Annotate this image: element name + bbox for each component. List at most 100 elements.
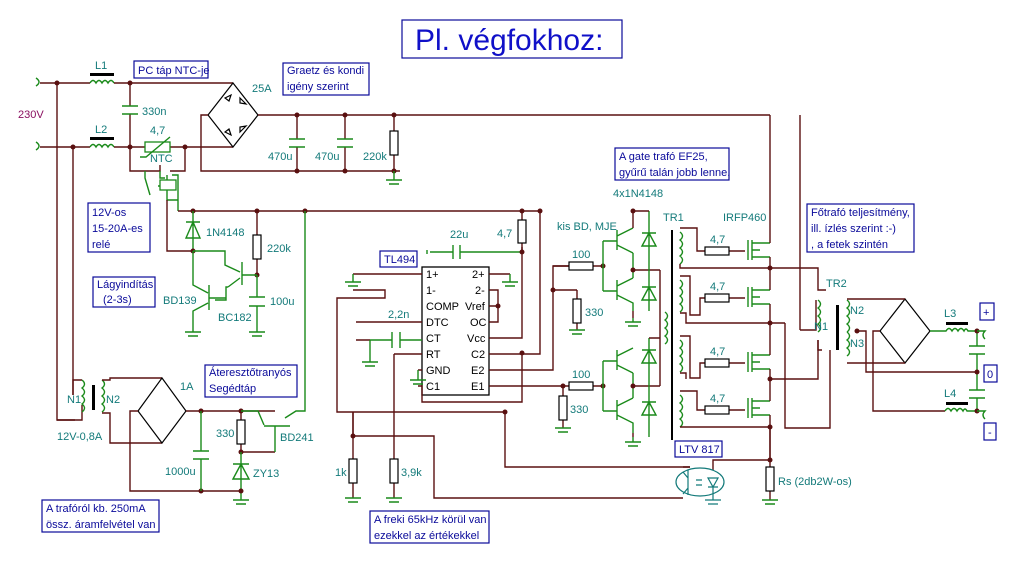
wire — [569, 329, 585, 335]
wire — [747, 352, 770, 372]
label: L1 — [95, 60, 107, 72]
wire — [770, 267, 831, 429]
wire — [678, 394, 684, 428]
label: 470u — [315, 151, 339, 163]
junction-dot — [767, 265, 773, 271]
label: 4,7 — [710, 234, 725, 246]
wire — [193, 411, 209, 491]
label: OC — [470, 317, 487, 329]
label: L2 — [95, 124, 107, 136]
driver-transistors-lower — [602, 347, 634, 433]
zener-zy13: ZY13 — [231, 452, 279, 505]
wire — [633, 210, 660, 339]
gate-drive-1: 4,7 — [678, 227, 770, 269]
wire — [240, 411, 275, 453]
wire — [241, 211, 306, 452]
gate-drive-4: 4,7 — [678, 390, 770, 428]
transistor-bd139: BD139 — [163, 251, 226, 337]
tr1-core — [671, 230, 673, 440]
output-caps — [969, 328, 987, 420]
label: Graetz és kondi — [287, 65, 364, 77]
label: 1N4148 — [206, 227, 245, 239]
wire — [345, 497, 361, 503]
inductor-l1: L1 — [89, 60, 115, 85]
shape — [282, 62, 370, 96]
resistor-100-lower: 100 — [563, 369, 603, 391]
wire — [193, 250, 257, 301]
label: 330 — [570, 404, 588, 416]
shape — [836, 305, 839, 350]
wire — [336, 211, 690, 468]
wire — [289, 138, 305, 148]
wire — [640, 211, 658, 311]
shape — [568, 261, 594, 271]
wire — [879, 298, 931, 364]
wire — [207, 82, 259, 148]
wire — [89, 79, 115, 85]
wire — [762, 499, 778, 505]
resistor-330-upper: 330 — [569, 290, 603, 335]
label: N1 — [67, 394, 81, 406]
shape — [704, 358, 730, 368]
drivers-label: kis BD, MJE — [557, 221, 617, 233]
label: BD139 — [163, 295, 197, 307]
wire — [502, 274, 518, 287]
capacitor-2-2n: 2,2n — [362, 309, 422, 367]
wire — [816, 299, 822, 333]
input-voltage-label: 230V — [18, 109, 44, 121]
shape — [389, 458, 399, 484]
label: 4x1N4148 — [613, 188, 663, 200]
wire — [680, 466, 690, 499]
resistor-4-7-vcc: 4,7 — [497, 211, 527, 252]
output-minus-label: - — [988, 427, 992, 439]
capacitor-1000u: 1000u — [165, 411, 209, 491]
label: BC182 — [218, 312, 252, 324]
tl494-pins-left: 1+ 1- COMP DTC CT RT GND C1 — [426, 269, 459, 393]
wire — [930, 327, 977, 333]
shape — [806, 203, 915, 253]
junction-dot — [238, 488, 244, 494]
wire — [977, 330, 987, 420]
wire — [185, 251, 226, 337]
output-zero-label: 0 — [987, 369, 993, 381]
label: BD241 — [280, 432, 314, 444]
label: 100u — [270, 296, 294, 308]
wire — [426, 245, 522, 259]
wire — [632, 211, 661, 437]
wire — [345, 274, 361, 287]
wire — [57, 379, 83, 421]
note-pc-ntc: PC táp NTC-je — [138, 65, 210, 77]
gate-drive-2: 4,7 — [678, 275, 785, 324]
capacitor-470u-2: 470u — [315, 112, 353, 174]
wire — [114, 82, 233, 148]
resistor-220k-soft: 220k — [252, 211, 291, 275]
shape — [369, 510, 490, 544]
wire — [663, 311, 669, 345]
wire — [56, 83, 75, 421]
label: ill. ízlés szerint :-) — [811, 223, 896, 235]
shape — [979, 302, 995, 321]
label: 12V-0,8A — [57, 431, 103, 443]
label: 100 — [572, 369, 590, 381]
shape — [568, 381, 594, 391]
label: Lágyindítás — [97, 279, 154, 291]
label: 4,7 — [710, 393, 725, 405]
junction-dot — [495, 303, 501, 309]
shape — [133, 60, 209, 79]
label: N2 — [850, 305, 864, 317]
label: Vref — [465, 301, 486, 313]
inductor-l4: L4 — [944, 388, 977, 413]
shape — [379, 250, 418, 268]
wire — [680, 390, 770, 428]
ground-pin-1plus — [345, 274, 361, 287]
label: 2,2n — [388, 309, 409, 321]
resistor-1k: 1k — [335, 412, 361, 503]
shape — [558, 395, 568, 421]
label: 220k — [363, 151, 387, 163]
label: RT — [426, 349, 441, 361]
transistor-bd241: BD241 — [241, 211, 314, 452]
input-terminals — [35, 77, 40, 151]
wire — [353, 435, 680, 499]
label: 330 — [216, 428, 234, 440]
ic-label: TL494 — [384, 254, 415, 266]
